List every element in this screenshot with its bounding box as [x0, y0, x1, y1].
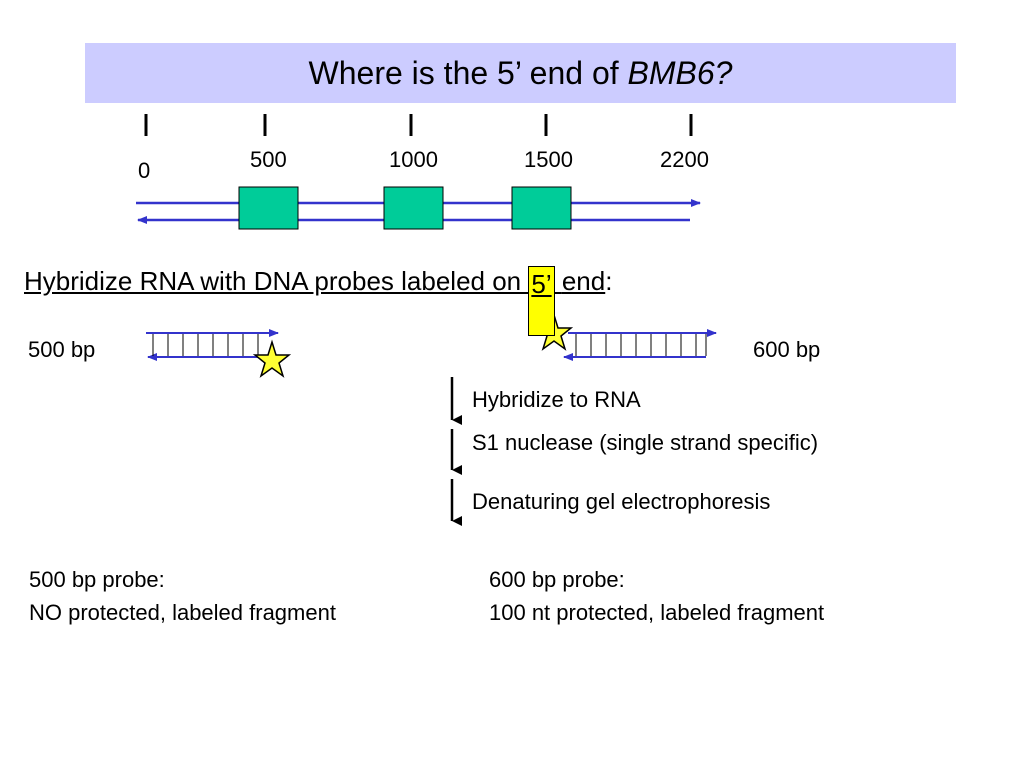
exon-box [238, 186, 299, 230]
step-hybridize: Hybridize to RNA [472, 387, 641, 412]
hybridize-end-word: end [561, 266, 606, 296]
tick-label-0: 0 [138, 158, 151, 183]
probe-600-label: 600 bp [753, 337, 821, 362]
probe-500-label: 500 bp [28, 337, 96, 362]
tick-marks [144, 114, 693, 136]
probe-rungs [575, 334, 707, 356]
step-s1-nuclease: S1 nuclease (single strand specific) [472, 430, 819, 455]
result-600-detail: 100 nt protected, labeled fragment [489, 600, 825, 625]
title-gene: BMB6? [627, 55, 733, 91]
result-600-heading: 600 bp probe: [489, 567, 625, 592]
result-500-detail: NO protected, labeled fragment [29, 600, 336, 625]
hybridize-colon: : [605, 266, 613, 296]
tick-label-1000: 1000 [389, 147, 438, 172]
result-500-heading: 500 bp probe: [29, 567, 165, 592]
hybridize-heading-text: Hybridize RNA with DNA probes labeled on [24, 266, 529, 296]
tick-label-1500: 1500 [524, 147, 573, 172]
title-prefix: Where is the 5’ end of [308, 55, 628, 91]
hybridize-space [555, 266, 562, 296]
probe-500 [146, 329, 292, 378]
page-title: Where is the 5’ end of BMB6? [85, 43, 956, 103]
probe-rungs [152, 334, 259, 356]
label-star-icon [252, 339, 292, 378]
exon-box [383, 186, 444, 230]
exon-box [511, 186, 572, 230]
tick-label-500: 500 [250, 147, 287, 172]
title-bar: Where is the 5’ end of BMB6? [85, 43, 956, 103]
hybridize-heading: Hybridize RNA with DNA probes labeled on… [24, 266, 612, 336]
tick-label-2200: 2200 [660, 147, 709, 172]
step-gel: Denaturing gel electrophoresis [472, 489, 771, 514]
five-prime-highlight: 5’ [528, 266, 555, 336]
